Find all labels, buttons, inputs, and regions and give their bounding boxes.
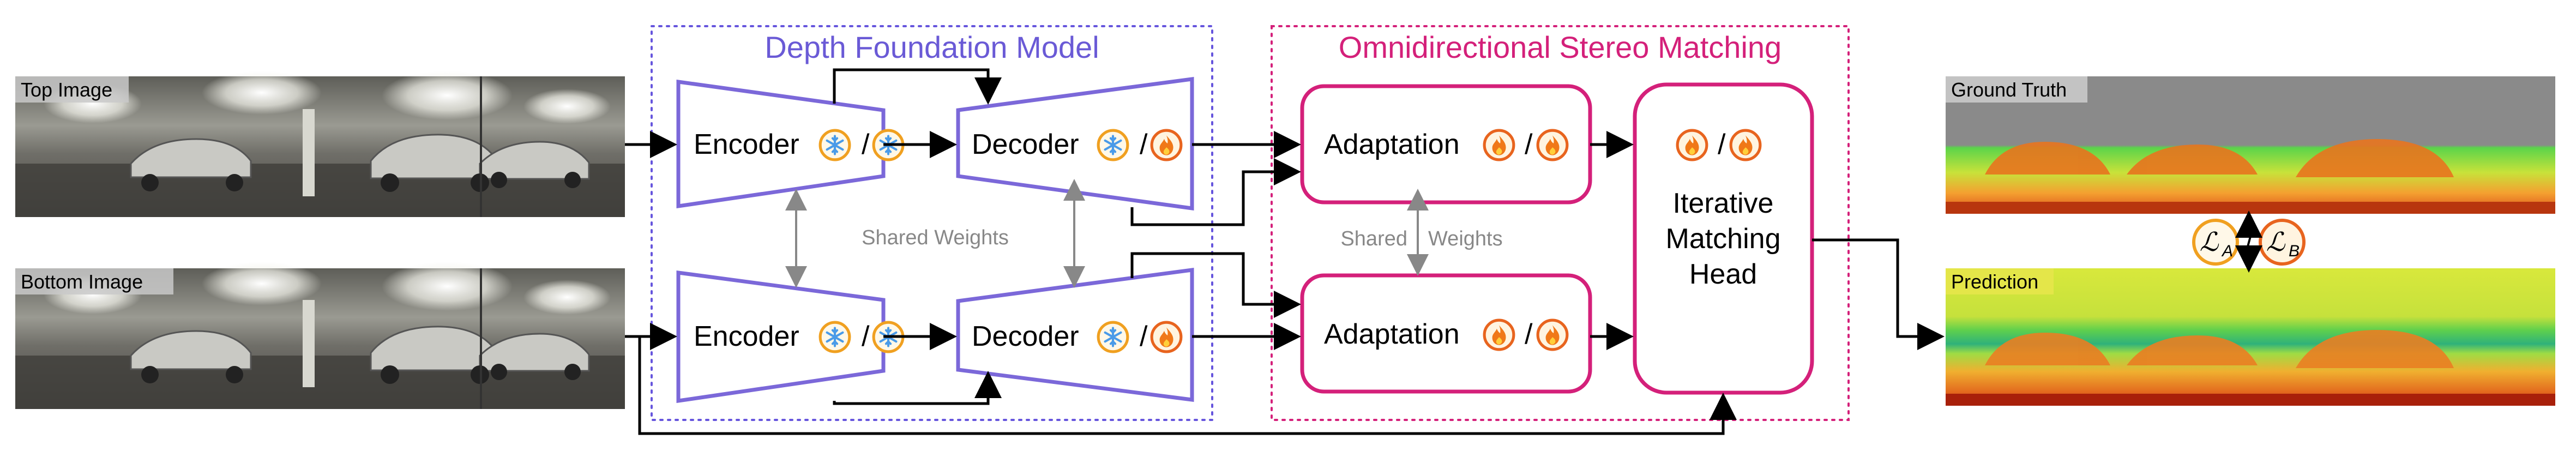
flame-icon — [1538, 130, 1567, 160]
loss-a: ℒ — [2200, 228, 2219, 257]
encoder-top-sep: / — [862, 129, 870, 160]
encoder-top — [676, 79, 886, 209]
encoder-top-label: Encoder — [694, 129, 799, 160]
head-sep: / — [1718, 129, 1726, 160]
bottom-image-label-bg — [15, 268, 173, 294]
osm-boundary — [1271, 25, 1850, 421]
snowflake-icon — [1098, 130, 1128, 160]
osm-shared-label-left: Shared — [1340, 227, 1407, 250]
loss-sep: / — [2245, 227, 2253, 259]
flame-icon — [1677, 130, 1707, 160]
dfm-shared-weights-label: Shared Weights — [862, 226, 1009, 249]
top-image-label-bg — [15, 76, 129, 103]
decoder-bottom-label: Decoder — [972, 321, 1079, 352]
ground-truth-label-bg — [1946, 76, 2087, 103]
adaptation-top-label: Adaptation — [1324, 129, 1460, 160]
ground-truth-label: Ground Truth — [1951, 79, 2067, 101]
dfm-title: Depth Foundation Model — [765, 30, 1099, 64]
decoder-top-sep: / — [1140, 129, 1148, 160]
adaptation-top-sep: / — [1525, 129, 1533, 160]
flame-icon — [1731, 130, 1760, 160]
loss-b-sub: B — [2289, 242, 2300, 260]
adaptation-bottom — [1300, 273, 1592, 394]
loss-b-icon — [2259, 219, 2306, 266]
connectors — [625, 68, 1945, 435]
prediction-label-bg — [1946, 268, 2054, 294]
top-image-label: Top Image — [21, 79, 112, 101]
loss-a-sub: A — [2221, 242, 2233, 260]
decoder-bottom — [956, 268, 1194, 402]
top-image — [15, 71, 625, 217]
head-label-line3: Head — [1689, 258, 1757, 290]
osm-title: Omnidirectional Stereo Matching — [1339, 30, 1781, 64]
encoder-bottom-label: Encoder — [694, 321, 799, 352]
flame-icon — [1152, 322, 1181, 352]
decoder-top-label: Decoder — [972, 129, 1079, 160]
head-label-line1: Iterative — [1673, 188, 1774, 219]
adaptation-bottom-sep: / — [1525, 318, 1533, 350]
loss-a-icon — [2192, 219, 2239, 266]
encoder-bottom — [676, 270, 886, 404]
loss-b: ℒ — [2266, 228, 2286, 257]
flame-icon — [1152, 130, 1181, 160]
flame-icon — [1484, 320, 1514, 350]
snowflake-icon — [820, 130, 850, 160]
osm-shared-label-right: Weights — [1428, 227, 1503, 250]
dfm-boundary — [651, 25, 1213, 421]
encoder-bottom-sep: / — [862, 321, 870, 352]
prediction-label: Prediction — [1951, 270, 2038, 293]
decoder-bottom-sep: / — [1140, 321, 1148, 352]
snowflake-icon — [820, 322, 850, 352]
snowflake-icon — [1098, 322, 1128, 352]
decoder-top — [956, 77, 1194, 211]
flame-icon — [1538, 320, 1567, 350]
adaptation-bottom-label: Adaptation — [1324, 318, 1460, 350]
head-label-line2: Matching — [1666, 223, 1781, 255]
flame-icon — [1484, 130, 1514, 160]
bottom-image-label: Bottom Image — [21, 270, 143, 293]
